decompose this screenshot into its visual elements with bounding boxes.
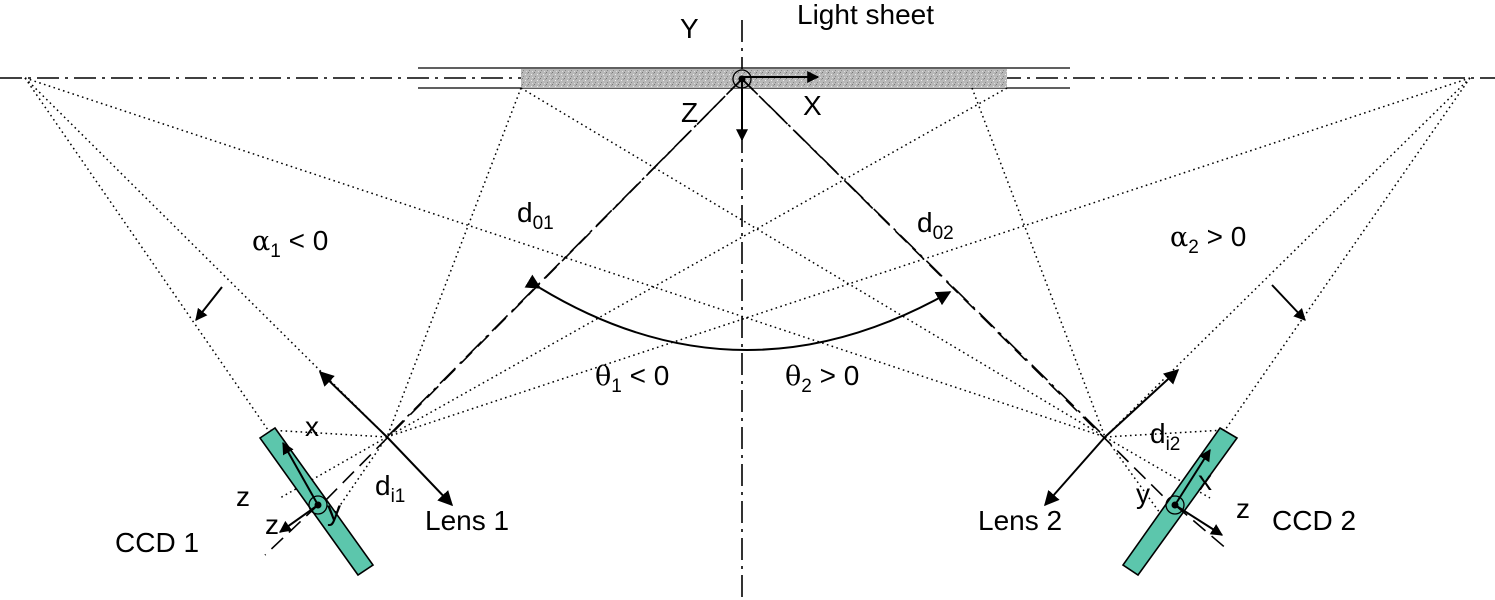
global-z-label: Z [681,97,698,128]
theta-angle-arc [524,274,952,351]
ccd-1-sensor [258,426,375,577]
light-sheet-slab [521,69,1007,88]
ccd-1-x-axis-arrow [282,441,319,506]
di2-label: di2 [1150,418,1180,455]
theta1-label: θ1 < 0 [595,360,669,397]
lens-2-label: Lens 2 [978,505,1062,536]
ccd-1-y-label: y [327,495,341,526]
ccd-1-z-outer-label: z [236,481,250,512]
alpha2-arrow [1271,284,1306,321]
ccd-1-label: CCD 1 [115,527,199,558]
ccd-2-label: CCD 2 [1272,505,1356,536]
ccd-1-z-inner-label: z [265,509,279,540]
ccd-2-y-out-of-plane-icon [1165,495,1185,515]
alpha1-label: α1 < 0 [252,225,328,262]
lens-2 [1044,368,1180,507]
ray-bundle-camera-2 [24,77,1471,521]
lens-2-plane [1104,368,1180,438]
alpha2-label: α2 > 0 [1170,221,1246,258]
ccd-2-sensor [1121,426,1239,577]
ccd-1-y-out-of-plane-icon [308,495,328,515]
global-x-label: X [803,90,822,121]
ccd-2-x-axis-arrow [1174,448,1211,506]
ccd-1-z-axis-arrow [279,504,319,533]
global-y-label: Y [680,13,699,44]
ray-bundle-camera-1 [24,77,1471,521]
d01-label: d01 [517,197,554,234]
alpha1-arrow [195,286,223,321]
light-sheet-label: Light sheet [797,0,934,30]
ccd-2-z-label: z [1236,493,1250,524]
ccd-2-y-label: y [1136,478,1150,509]
ccd-1-x-label: x [305,411,319,442]
ccd-2-x-label: x [1198,465,1212,496]
lens-1-label: Lens 1 [425,505,509,536]
di1-label: di1 [375,470,405,507]
theta2-label: θ2 > 0 [785,360,859,397]
d02-label: d02 [917,207,954,244]
lens-1-plane [318,370,388,438]
lens-1 [318,370,454,507]
